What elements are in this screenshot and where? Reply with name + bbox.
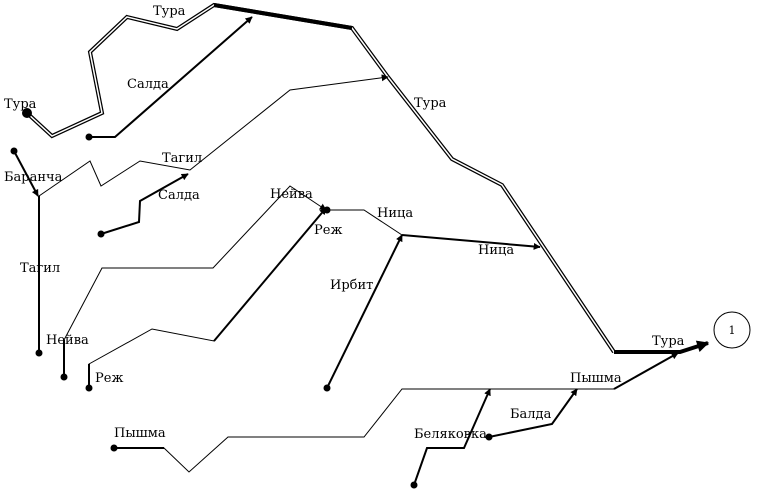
label-rezh-mid: Реж bbox=[314, 223, 342, 238]
label-nitsa-top: Ница bbox=[377, 206, 413, 221]
label-neiva-mid: Нейва bbox=[270, 187, 313, 202]
label-tura-right: Тура bbox=[414, 96, 447, 111]
river-tagil bbox=[38, 74, 389, 197]
label-balda: Балда bbox=[510, 407, 552, 422]
river-belyakovka bbox=[413, 388, 491, 486]
river-tura-main bbox=[25, 2, 616, 354]
label-nitsa-mid: Ница bbox=[478, 243, 514, 258]
label-salda-top: Салда bbox=[127, 77, 169, 92]
river-source-balda bbox=[485, 433, 493, 441]
river-source-pyshma bbox=[110, 444, 118, 452]
label-rezh-left: Реж bbox=[95, 371, 123, 386]
river-source-salda-upper bbox=[85, 133, 93, 141]
label-tura-top: Тура bbox=[153, 4, 186, 19]
label-tura-left: Тура bbox=[4, 97, 37, 112]
river-nitsa bbox=[326, 209, 403, 236]
river-source-tura bbox=[22, 108, 32, 118]
river-source-belyakovka bbox=[410, 481, 418, 489]
label-tura-mouth: Тура bbox=[652, 334, 685, 349]
label-pyshma-left: Пышма bbox=[114, 426, 166, 441]
river-rezh bbox=[88, 207, 327, 388]
label-tagil-left: Тагил bbox=[20, 261, 60, 276]
label-neiva-left: Нейва bbox=[46, 333, 89, 348]
outlet-node: 1 bbox=[713, 311, 751, 349]
label-irbit: Ирбит bbox=[330, 278, 373, 293]
river-tura-mouth bbox=[614, 340, 710, 354]
junction-nitsa bbox=[323, 206, 331, 214]
river-source-irbit bbox=[323, 384, 331, 392]
river-nitsa-lower bbox=[401, 234, 541, 250]
river-source-tagil bbox=[35, 349, 43, 357]
label-pyshma-right: Пышма bbox=[570, 371, 622, 386]
river-salda-upper bbox=[89, 16, 253, 138]
river-source-neiva bbox=[60, 373, 68, 381]
river-salda-lower bbox=[100, 173, 189, 235]
label-belyakovka: Беляковка bbox=[414, 427, 487, 442]
river-balda bbox=[488, 388, 578, 438]
river-neiva bbox=[63, 185, 327, 377]
river-source-salda-lower bbox=[97, 230, 105, 238]
river-source-barancha bbox=[10, 147, 18, 155]
river-irbit bbox=[326, 234, 403, 389]
label-barancha: Баранча bbox=[4, 170, 63, 185]
label-salda-mid: Салда bbox=[158, 188, 200, 203]
outlet-label: 1 bbox=[729, 324, 736, 337]
river-barancha bbox=[13, 150, 39, 197]
label-tagil-top: Тагил bbox=[162, 151, 202, 166]
river-pyshma bbox=[114, 388, 614, 473]
river-source-rezh bbox=[85, 384, 93, 392]
